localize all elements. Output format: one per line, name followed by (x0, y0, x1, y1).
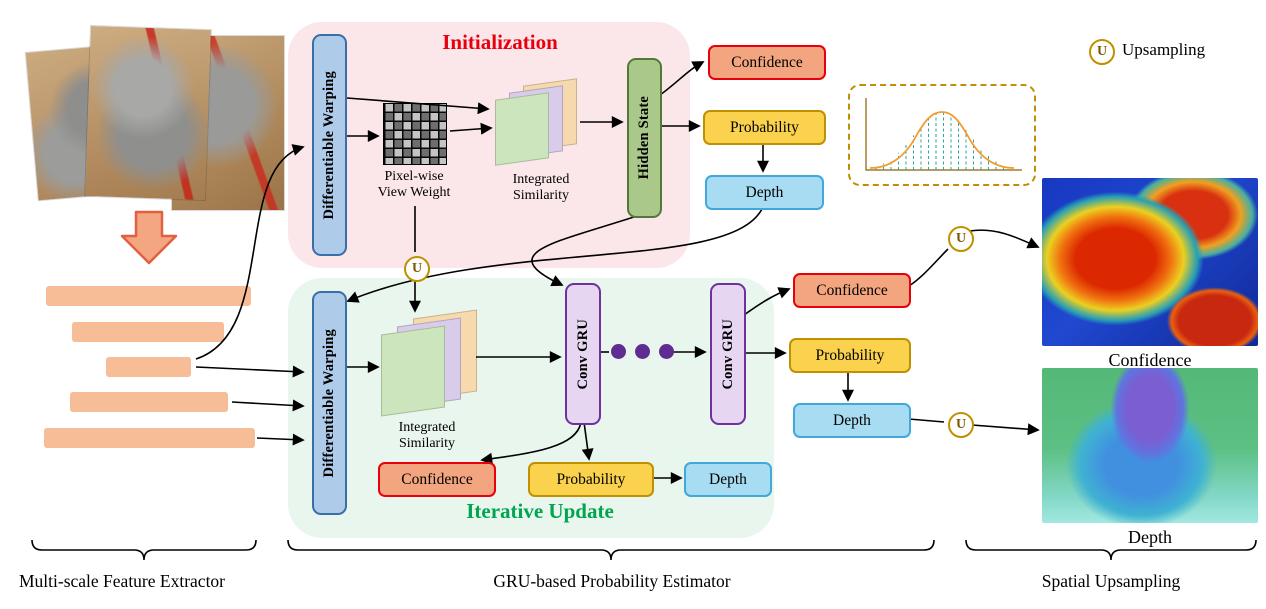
probability-iter-bottom-label: Probability (556, 470, 626, 488)
probability-init-label: Probability (730, 118, 799, 136)
input-image-2 (85, 25, 211, 201)
feature-map-bar-2 (72, 322, 224, 342)
confidence-init-label: Confidence (731, 53, 803, 71)
confidence-output-label: Confidence (1108, 350, 1192, 370)
depth-iter-top-box: Depth (793, 403, 911, 438)
confidence-iter-bottom-label: Confidence (401, 470, 473, 488)
feature-map-bar-5 (44, 428, 255, 448)
depth-init-label: Depth (745, 183, 784, 201)
pixel-wise-view-weight-image (383, 103, 447, 165)
probability-distribution-illustration (848, 84, 1036, 186)
feature-map-bar-4 (70, 392, 228, 412)
conv-gru-1-label: Conv GRU (574, 318, 591, 390)
differentiable-warping-init-label: Differentiable Warping (321, 70, 337, 220)
gru-iteration-dots-icon (611, 344, 674, 359)
similarity-plane-front-icon (495, 92, 549, 166)
initialization-title: Initialization (442, 30, 558, 54)
depth-output-label: Depth (1128, 527, 1172, 547)
u-letter-similarity: U (411, 261, 423, 276)
integrated-similarity-init-label: Integrated Similarity (493, 172, 589, 204)
upsampling-badge-depth: U (948, 412, 974, 438)
depth-map-image (1042, 368, 1258, 523)
legend-upsampling-label: Upsampling (1122, 40, 1206, 59)
depth-iter-bottom-label: Depth (709, 470, 747, 488)
differentiable-warping-iter-block: Differentiable Warping (312, 291, 347, 515)
feature-map-bar-1 (46, 286, 251, 306)
caption-feature-extractor: Multi-scale Feature Extractor (18, 571, 226, 591)
conv-gru-2-label: Conv GRU (719, 318, 736, 390)
differentiable-warping-init-block: Differentiable Warping (312, 34, 347, 256)
hidden-state-block: Hidden State (627, 58, 662, 218)
similarity-iter-label-line2: Similarity (399, 436, 455, 452)
probability-iter-top-box: Probability (789, 338, 911, 373)
pixel-wise-label-line2: View Weight (377, 185, 451, 201)
probability-init-box: Probability (703, 110, 826, 145)
probability-iter-top-label: Probability (815, 346, 885, 364)
integrated-similarity-iter-label: Integrated Similarity (379, 420, 475, 452)
confidence-iter-top-box: Confidence (793, 273, 911, 308)
depth-iter-bottom-box: Depth (684, 462, 772, 497)
confidence-iter-top-label: Confidence (816, 281, 888, 299)
confidence-map-image (1042, 178, 1258, 346)
feature-extract-down-arrow-icon (120, 210, 178, 265)
depth-iter-top-label: Depth (833, 411, 871, 429)
upsampling-badge-similarity: U (404, 256, 430, 282)
conv-gru-2-block: Conv GRU (710, 283, 746, 425)
legend-u-letter: U (1096, 44, 1108, 59)
hidden-state-label: Hidden State (636, 96, 652, 180)
confidence-iter-bottom-box: Confidence (378, 462, 496, 497)
similarity-init-label-line1: Integrated (512, 172, 570, 187)
u-letter-depth: U (955, 417, 967, 432)
integrated-similarity-iter-planes (381, 309, 487, 418)
brace-left (31, 539, 257, 561)
caption-probability-estimator: GRU-based Probability Estimator (493, 571, 731, 591)
pixel-wise-view-weight-label: Pixel-wise View Weight (364, 169, 464, 201)
pixel-wise-label-line1: Pixel-wise (384, 169, 444, 184)
u-letter-confidence: U (955, 231, 967, 246)
probability-iter-bottom-box: Probability (528, 462, 654, 497)
similarity-plane-front-icon (381, 325, 445, 417)
caption-spatial-upsampling: Spatial Upsampling (1041, 571, 1181, 591)
depth-init-box: Depth (705, 175, 824, 210)
feature-map-bar-3 (106, 357, 191, 377)
differentiable-warping-iter-label: Differentiable Warping (321, 328, 337, 478)
similarity-init-label-line2: Similarity (513, 188, 569, 204)
upsampling-badge-confidence: U (948, 226, 974, 252)
iterative-update-title: Iterative Update (466, 499, 614, 523)
brace-middle (287, 539, 935, 561)
conv-gru-1-block: Conv GRU (565, 283, 601, 425)
gaussian-plot-icon (865, 98, 1022, 171)
confidence-init-box: Confidence (708, 45, 826, 80)
legend-upsampling-badge: U (1089, 39, 1115, 65)
similarity-iter-label-line1: Integrated (398, 420, 456, 435)
integrated-similarity-init-planes (495, 78, 587, 168)
